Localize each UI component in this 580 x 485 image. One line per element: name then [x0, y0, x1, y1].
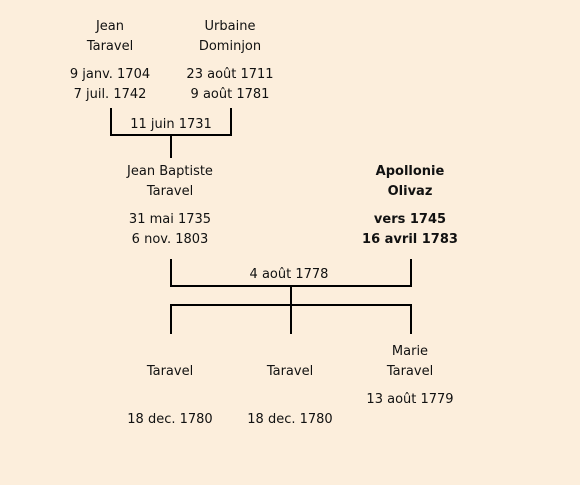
person-jean-baptiste-taravel: Jean Baptiste Taravel 31 mai 1735 6 nov.… — [100, 162, 240, 250]
connector-vertical-right — [230, 108, 232, 135]
death-date: 7 juil. 1742 — [73, 87, 147, 102]
connector-descent — [290, 285, 292, 305]
person-urbaine-dominjon: Urbaine Dominjon 23 août 1711 9 août 178… — [160, 17, 300, 105]
first-name: Jean — [95, 19, 125, 34]
connector-vertical-left — [110, 108, 112, 135]
person-jean-taravel: Jean Taravel 9 janv. 1704 7 juil. 1742 — [40, 17, 180, 105]
last-name: Taravel — [86, 39, 134, 54]
last-name: Taravel — [146, 364, 194, 379]
death-date: 18 dec. 1780 — [127, 412, 213, 427]
child-connector-1 — [170, 304, 172, 334]
connector-vertical-left — [170, 259, 172, 287]
birth-date: 23 août 1711 — [186, 67, 274, 82]
birth-date — [100, 390, 240, 410]
death-date: 6 nov. 1803 — [131, 232, 209, 247]
connector-descent — [170, 134, 172, 158]
marriage-date: 11 juin 1731 — [130, 117, 212, 132]
death-date: 9 août 1781 — [190, 87, 270, 102]
death-date: 16 avril 1783 — [362, 232, 458, 247]
birth-date: 31 mai 1735 — [128, 212, 212, 227]
death-date: 18 dec. 1780 — [247, 412, 333, 427]
birth-date — [220, 390, 360, 410]
connector-vertical-right — [410, 259, 412, 287]
child-connector-2 — [290, 304, 292, 334]
person-marie-taravel: Marie Taravel 13 août 1779 — [340, 342, 480, 430]
last-name: Olivaz — [387, 184, 433, 199]
birth-date: 13 août 1779 — [366, 392, 454, 407]
child-connector-3 — [410, 304, 412, 334]
first-name: Apollonie — [375, 164, 445, 179]
death-date — [340, 410, 480, 430]
first-name: Marie — [391, 344, 429, 359]
last-name: Taravel — [386, 364, 434, 379]
birth-date: 9 janv. 1704 — [69, 67, 151, 82]
birth-date: vers 1745 — [373, 212, 447, 227]
marriage-date: 4 août 1778 — [249, 267, 329, 282]
last-name: Taravel — [266, 364, 314, 379]
person-child-1: Taravel 18 dec. 1780 — [100, 342, 240, 430]
last-name: Dominjon — [198, 39, 262, 54]
first-name — [100, 342, 240, 362]
first-name: Urbaine — [204, 19, 256, 34]
person-child-2: Taravel 18 dec. 1780 — [220, 342, 360, 430]
person-apollonie-olivaz: Apollonie Olivaz vers 1745 16 avril 1783 — [340, 162, 480, 250]
first-name: Jean Baptiste — [127, 164, 213, 179]
first-name — [220, 342, 360, 362]
last-name: Taravel — [146, 184, 194, 199]
